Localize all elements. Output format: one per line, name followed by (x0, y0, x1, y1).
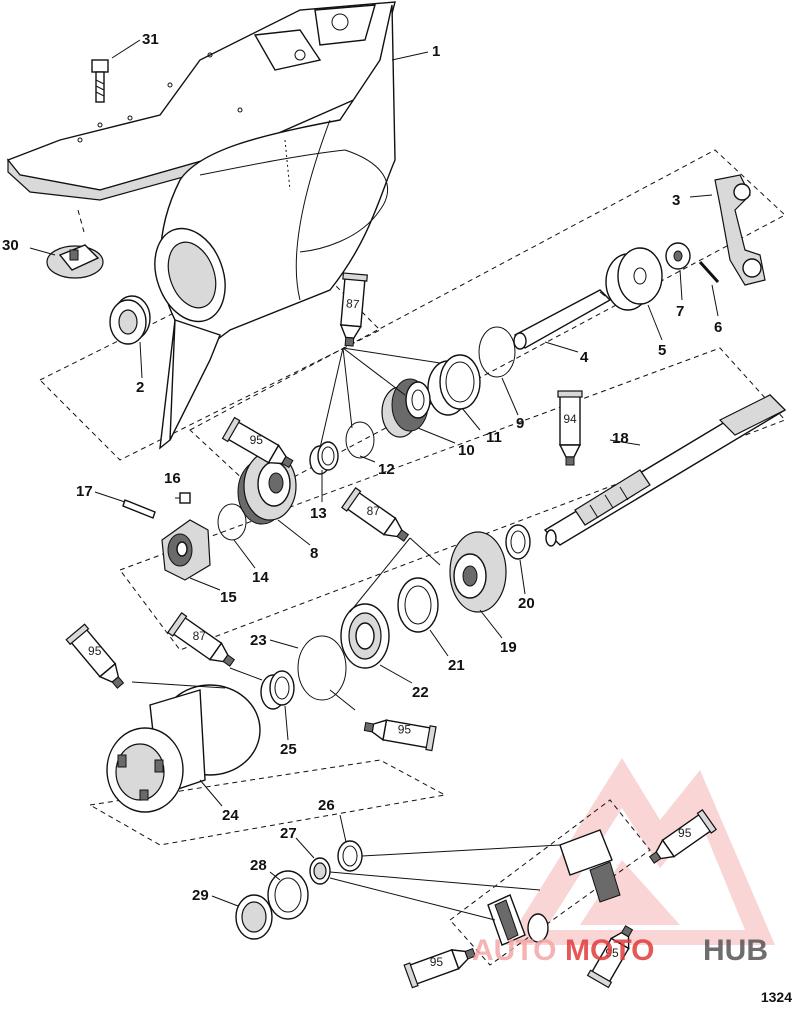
part-seal-26 (337, 840, 363, 872)
part-gear-8 (237, 451, 297, 525)
sealant-tube: 95 (363, 719, 437, 752)
tube-label: 87 (345, 296, 360, 311)
part-thrust-hub-20 (505, 524, 531, 560)
part-pin-16 (179, 492, 191, 504)
part-pin (698, 260, 720, 284)
callout-29: 29 (192, 887, 209, 904)
part-bolt (91, 59, 109, 103)
part-o-ring-9 (478, 326, 516, 378)
sealant-tube: 95 (221, 416, 294, 469)
tube-label: 95 (605, 946, 619, 960)
sealant-tube: 95 (648, 809, 717, 864)
part-propeller-shaft (543, 394, 787, 547)
callout-11: 11 (486, 429, 502, 446)
part-washer-21 (397, 577, 439, 633)
sealant-tube: 94 (557, 390, 583, 466)
callout-18: 18 (612, 430, 629, 447)
part-o-ring-14 (217, 503, 247, 541)
callout-27: 27 (280, 825, 297, 842)
part-bearing-race-11 (427, 354, 481, 416)
part-clutch-15 (161, 519, 211, 581)
leader-lines (29, 39, 719, 921)
tube-label: 94 (563, 412, 577, 426)
callout-numbers: 1 2 3 4 5 6 7 8 9 10 11 12 13 14 15 16 1… (2, 31, 722, 904)
part-tab-washer-28 (267, 870, 309, 920)
sealant-tube: 87 (339, 272, 368, 347)
tube-label: 95 (678, 826, 692, 840)
tube-label: 95 (430, 955, 444, 969)
part-bushing-25 (260, 670, 295, 710)
part-seal-27 (309, 857, 331, 885)
part-bushing-13 (309, 441, 339, 475)
watermark-part3: HUB (703, 934, 768, 967)
callout-19: 19 (500, 639, 517, 656)
callout-20: 20 (518, 595, 535, 612)
callout-15: 15 (220, 589, 237, 606)
callout-4: 4 (580, 349, 589, 366)
callout-17: 17 (76, 483, 93, 500)
callout-14: 14 (252, 569, 269, 586)
watermark-part2: MOTO (565, 934, 654, 967)
watermark-logo (505, 758, 775, 945)
part-gear-housing (6, 1, 396, 450)
callout-6: 6 (714, 319, 722, 336)
part-shift-shaft (513, 289, 612, 350)
callout-22: 22 (412, 684, 429, 701)
part-o-ring-23 (297, 635, 347, 701)
part-pin-17 (122, 499, 156, 519)
callout-8: 8 (310, 545, 318, 562)
tube-label: 95 (88, 644, 102, 658)
sealant-tube: 95 (65, 623, 125, 689)
tube-label: 95 (398, 722, 412, 736)
part-reverse-gear-19 (449, 531, 507, 613)
callout-10: 10 (458, 442, 475, 459)
callout-23: 23 (250, 632, 267, 649)
watermark-part1: AUTO (472, 934, 556, 967)
part-retaining-ring-12 (345, 421, 375, 459)
part-bearing-carrier-24 (106, 684, 261, 813)
callout-3: 3 (672, 192, 680, 209)
sealant-tube: 87 (167, 612, 236, 667)
part-ball-bearing-22 (340, 603, 390, 669)
sealant-tube: 87 (341, 487, 410, 542)
tube-label: 87 (367, 504, 381, 518)
seal-detail (487, 829, 621, 946)
sealant-tube: 95 (586, 925, 634, 989)
part-roller-bearing-10 (381, 378, 431, 438)
callout-28: 28 (250, 857, 267, 874)
tube-label: 95 (250, 433, 264, 447)
part-shift-cam (665, 242, 691, 270)
part-seal-carrier (109, 295, 151, 345)
callout-9: 9 (516, 415, 524, 432)
callout-24: 24 (222, 807, 239, 824)
callout-30: 30 (2, 237, 19, 254)
sealant-tube: 95 (403, 948, 477, 989)
callout-12: 12 (378, 461, 395, 478)
callout-2: 2 (136, 379, 144, 396)
callout-16: 16 (164, 470, 181, 487)
callout-26: 26 (318, 797, 335, 814)
callout-7: 7 (676, 303, 684, 320)
callout-13: 13 (310, 505, 327, 522)
part-anode (46, 244, 104, 279)
callout-5: 5 (658, 342, 666, 359)
callout-25: 25 (280, 741, 297, 758)
part-shift-spool (605, 247, 663, 311)
callout-31: 31 (142, 31, 159, 48)
part-shift-crank (714, 174, 766, 286)
tube-label: 87 (193, 629, 207, 643)
watermark-wordmark: AUTO MOTO HUB (472, 934, 768, 967)
part-retainer-nut-29 (235, 894, 273, 940)
diagram-number: 1324 (760, 989, 792, 1005)
callout-1: 1 (432, 43, 440, 60)
callout-21: 21 (448, 657, 465, 674)
